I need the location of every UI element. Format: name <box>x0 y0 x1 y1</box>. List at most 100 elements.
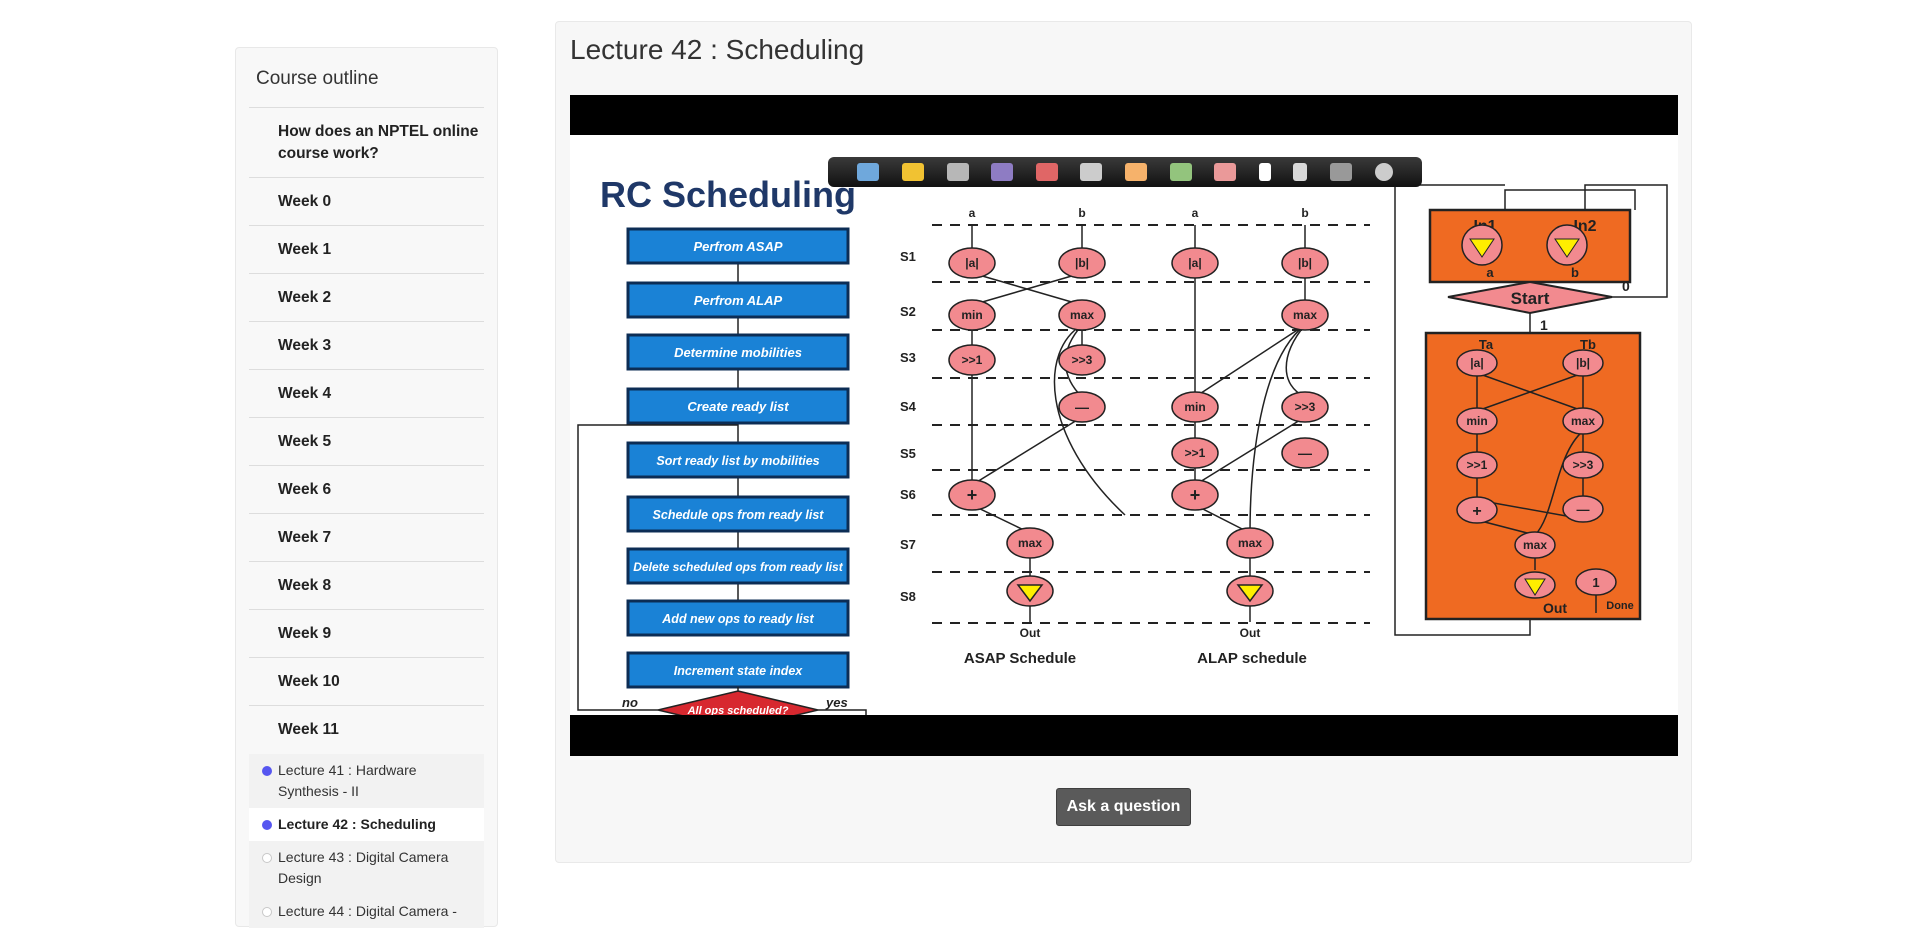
state-label: S8 <box>900 589 916 604</box>
pen-icon[interactable] <box>991 163 1014 181</box>
input-label: b <box>1301 206 1308 220</box>
input-label: a <box>1192 206 1199 220</box>
week-item-10[interactable]: Week 10 <box>249 658 484 706</box>
svg-text:Out: Out <box>1543 600 1567 616</box>
week-item-4[interactable]: Week 4 <box>249 370 484 418</box>
svg-text:|a|: |a| <box>1470 356 1483 370</box>
svg-text:All ops scheduled?: All ops scheduled? <box>687 705 789 715</box>
course-outline-sidebar: Course outline How does an NPTEL online … <box>235 47 498 928</box>
svg-text:max: max <box>1293 308 1317 322</box>
state-label: S3 <box>900 350 916 365</box>
pencil-icon[interactable] <box>1124 163 1147 181</box>
lecture-slide: RC Scheduling Perfrom ASAP Perfrom ALAP <box>570 135 1678 715</box>
lecture-item-43[interactable]: Lecture 43 : Digital Camera Design <box>249 841 484 895</box>
svg-text:a: a <box>1486 265 1494 280</box>
flow-step-4: Create ready list <box>626 387 850 425</box>
no-label: no <box>622 695 638 710</box>
yes-label: yes <box>825 695 848 710</box>
pointer-icon[interactable] <box>1258 163 1271 181</box>
week-item-3[interactable]: Week 3 <box>249 322 484 370</box>
svg-text:max: max <box>1070 308 1094 322</box>
unviewed-dot-icon <box>262 853 272 863</box>
course-outline-title: Course outline <box>249 48 484 108</box>
svg-text:max: max <box>1523 538 1547 552</box>
svg-text:Add new ops to ready list: Add new ops to ready list <box>661 612 814 626</box>
svg-text:Increment state index: Increment state index <box>674 664 804 678</box>
svg-text:Ta: Ta <box>1479 337 1494 352</box>
fsm-diagram: In1 In2 a b Start 0 1 Ta <box>1394 184 1668 636</box>
lecture-item-42[interactable]: Lecture 42 : Scheduling <box>249 808 484 841</box>
lecture-label: Lecture 41 : Hardware Synthesis - II <box>278 762 417 799</box>
flow-step-5: Sort ready list by mobilities <box>626 441 850 479</box>
week-item-9[interactable]: Week 9 <box>249 610 484 658</box>
open-icon[interactable] <box>857 163 880 181</box>
svg-text:+: + <box>967 485 978 505</box>
svg-text:>>3: >>3 <box>1295 400 1316 414</box>
asap-output-triangle <box>1016 584 1044 603</box>
week-item-8[interactable]: Week 8 <box>249 562 484 610</box>
video-player[interactable]: RC Scheduling Perfrom ASAP Perfrom ALAP <box>570 95 1678 756</box>
week-item-1[interactable]: Week 1 <box>249 226 484 274</box>
svg-text:min: min <box>1466 414 1487 428</box>
folder-icon[interactable] <box>901 163 924 181</box>
week-item-0[interactable]: Week 0 <box>249 178 484 226</box>
svg-text:|b|: |b| <box>1576 356 1590 370</box>
settings-icon[interactable] <box>1374 163 1393 181</box>
unviewed-dot-icon <box>262 907 272 917</box>
svg-text:0: 0 <box>1622 278 1630 294</box>
svg-text:max: max <box>1018 536 1042 550</box>
input-label: b <box>1078 206 1085 220</box>
state-label: S2 <box>900 304 916 319</box>
trash-icon[interactable] <box>1330 163 1352 181</box>
lecture-title: Lecture 42 : Scheduling <box>570 34 865 65</box>
svg-text:>>1: >>1 <box>1185 446 1206 460</box>
svg-text:Tb: Tb <box>1580 337 1596 352</box>
svg-text:Perfrom ASAP: Perfrom ASAP <box>693 239 782 254</box>
svg-text:+: + <box>1190 485 1201 505</box>
svg-text:Delete scheduled ops from read: Delete scheduled ops from ready list <box>633 560 843 574</box>
lecture-label: Lecture 44 : Digital Camera - <box>278 903 457 919</box>
svg-text:min: min <box>961 308 982 322</box>
alap-nodes <box>1171 247 1329 607</box>
svg-text:Sort ready list by mobilities: Sort ready list by mobilities <box>656 454 819 468</box>
asap-label: ASAP Schedule <box>964 650 1076 667</box>
flow-step-2: Perfrom ALAP <box>626 281 850 319</box>
svg-text:|a|: |a| <box>1188 256 1201 270</box>
week-item-5[interactable]: Week 5 <box>249 418 484 466</box>
week-item-6[interactable]: Week 6 <box>249 466 484 514</box>
week-item-how-it-works[interactable]: How does an NPTEL online course work? <box>249 108 484 178</box>
alap-graph <box>1194 225 1306 622</box>
svg-text:Create ready list: Create ready list <box>687 399 789 414</box>
state-label: S6 <box>900 487 916 502</box>
state-label: S5 <box>900 446 916 461</box>
picture-icon[interactable] <box>1035 163 1058 181</box>
week-item-7[interactable]: Week 7 <box>249 514 484 562</box>
dots-icon[interactable] <box>1293 163 1308 181</box>
lecture-item-44[interactable]: Lecture 44 : Digital Camera - <box>249 895 484 928</box>
viewed-dot-icon <box>262 766 272 776</box>
svg-text:|b|: |b| <box>1298 256 1312 270</box>
flow-step-3: Determine mobilities <box>626 333 850 371</box>
svg-text:—: — <box>1577 502 1590 517</box>
week-item-11[interactable]: Week 11 <box>278 721 339 738</box>
state-label: S7 <box>900 537 916 552</box>
week-list: How does an NPTEL online course work? We… <box>236 108 497 754</box>
eraser-icon[interactable] <box>1214 163 1237 181</box>
week-item-2[interactable]: Week 2 <box>249 274 484 322</box>
svg-text:>>1: >>1 <box>962 353 983 367</box>
out-label: Out <box>1020 626 1041 640</box>
state-label: S1 <box>900 249 916 264</box>
svg-text:min: min <box>1184 400 1205 414</box>
flow-step-9: Increment state index <box>626 651 850 689</box>
svg-text:max: max <box>1571 414 1595 428</box>
svg-text:b: b <box>1571 265 1579 280</box>
camera-icon[interactable] <box>946 163 969 181</box>
ask-question-button[interactable]: Ask a question <box>1056 788 1191 826</box>
highlighter-icon[interactable] <box>1169 163 1192 181</box>
lecture-list: Lecture 41 : Hardware Synthesis - II Lec… <box>236 754 497 928</box>
asap-graph <box>971 225 1126 622</box>
svg-text:Schedule ops from ready list: Schedule ops from ready list <box>653 508 825 522</box>
svg-text:Determine mobilities: Determine mobilities <box>674 345 802 360</box>
keyboard-icon[interactable] <box>1080 163 1103 181</box>
lecture-item-41[interactable]: Lecture 41 : Hardware Synthesis - II <box>249 754 484 808</box>
